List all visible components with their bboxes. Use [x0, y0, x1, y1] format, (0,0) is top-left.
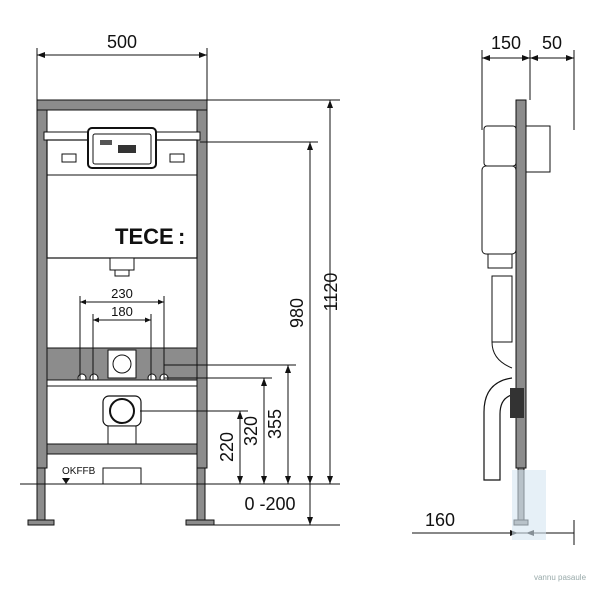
arrow-icon	[237, 100, 333, 525]
drain-outlet	[109, 398, 135, 424]
left-foot-leg	[36, 467, 46, 524]
drain-pipe	[107, 425, 137, 445]
floor-label: OKFFB	[62, 466, 96, 477]
side-drain-bend	[483, 377, 517, 481]
side-outlet	[487, 253, 513, 269]
drain-stub	[102, 467, 142, 485]
side-flush-pipe	[491, 275, 513, 343]
dim-180: 180	[111, 304, 133, 319]
dim-adjust: 0 -200	[244, 494, 295, 514]
watermark-shape	[512, 470, 546, 540]
bracket-left	[61, 153, 77, 163]
flush-mechanism-icon	[118, 145, 136, 153]
bottom-bar	[46, 443, 198, 455]
flush-button-icon	[100, 140, 112, 145]
dim-width: 500	[107, 32, 137, 52]
arrow-icon	[482, 55, 574, 61]
brand-logo: TECE	[115, 224, 174, 249]
side-view: 150 50 160 vannu pasaule	[412, 33, 587, 582]
dim-50: 50	[542, 33, 562, 53]
dim-150: 150	[491, 33, 521, 53]
left-foot-plate	[27, 519, 55, 526]
outlet-coupling	[109, 257, 135, 271]
dim-220: 220	[217, 432, 237, 462]
right-post	[196, 99, 208, 469]
flush-pipe-ring	[112, 354, 132, 374]
right-foot-plate	[185, 519, 215, 526]
front-view: TECE : OKFFB 500	[20, 32, 341, 526]
dim-1120: 1120	[321, 273, 341, 312]
left-post	[36, 99, 48, 469]
dim-160: 160	[425, 510, 455, 530]
side-pipe-bend	[491, 341, 513, 369]
bracket-right	[169, 153, 185, 163]
side-flush-plate	[525, 125, 551, 173]
side-bracket	[510, 388, 524, 418]
brand-logo-dot-icon: :	[178, 224, 185, 249]
dim-980: 980	[287, 298, 307, 328]
right-foot-leg	[196, 467, 206, 524]
dim-355: 355	[265, 409, 285, 439]
lower-rail	[46, 379, 198, 387]
outlet-pipe	[114, 269, 130, 277]
dim-320: 320	[241, 416, 261, 446]
dim-230: 230	[111, 286, 133, 301]
top-bar	[36, 99, 208, 111]
floor-marker-icon	[62, 478, 70, 484]
side-cistern-top	[483, 125, 517, 167]
side-cistern	[481, 165, 517, 255]
watermark: vannu pasaule	[534, 573, 587, 582]
